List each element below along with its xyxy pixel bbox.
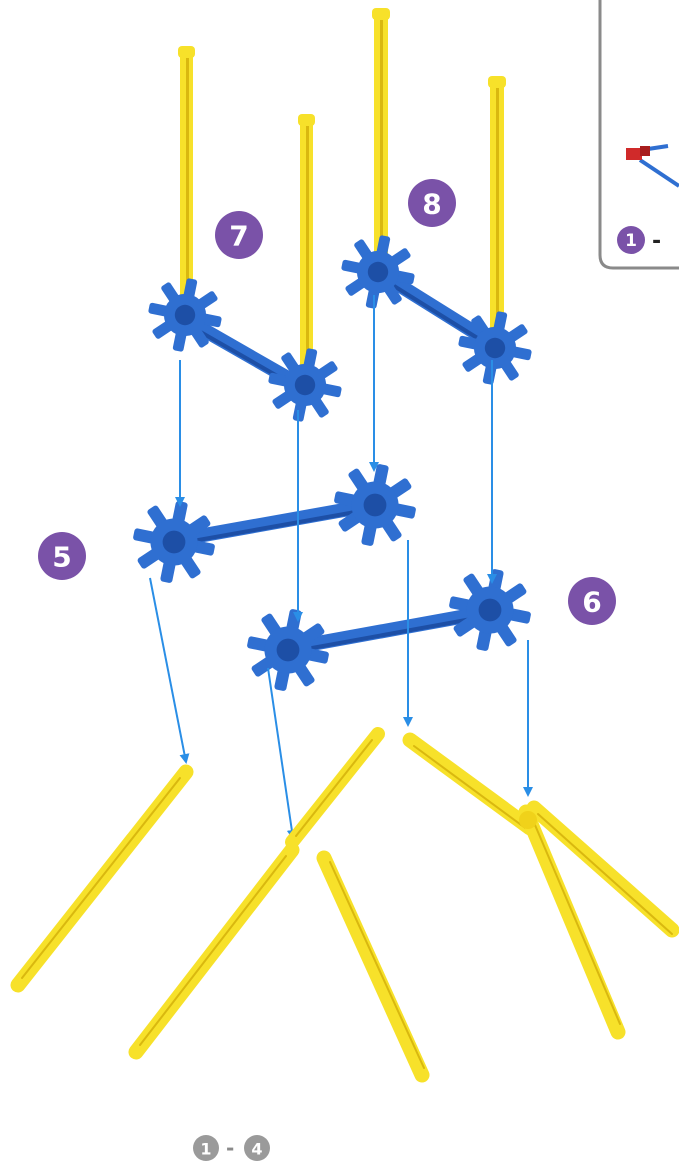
connector-gear-6a [247,609,330,692]
footer-start-number: 1 [200,1140,211,1159]
footer-badge-end: 4 [244,1135,270,1161]
arrow-6a-to-rod [268,668,293,838]
inset-mini-model [626,146,679,186]
connector-gear-5b [334,464,417,547]
step-badge-7: 7 [215,211,263,259]
inset-range-dash: - [652,229,661,254]
leg-rod-4 [324,858,424,1075]
leg-rod-2 [292,734,378,842]
connector-gear-7b [268,348,342,422]
inset-step-number: 1 [625,231,637,251]
leg-rod-1 [18,772,186,985]
step-number-8: 8 [422,188,441,221]
leg-rods [18,734,672,1075]
footer-badge-start: 1 [193,1135,219,1161]
footer-end-number: 4 [251,1140,262,1159]
step-number-5: 5 [52,541,71,574]
step-badge-5: 5 [38,532,86,580]
connector-gear-8a [341,235,415,309]
footer-step-range: 1 - 4 [193,1135,270,1161]
arrow-5a-to-rod [150,578,186,762]
leg-rod-3 [136,850,292,1052]
guide-arrows [150,295,528,838]
leg-rod-5 [410,740,530,830]
connector-gear-5a [133,501,216,584]
inset-step-badge: 1 [617,226,645,254]
rod-top-d [488,76,506,344]
step-badge-6: 6 [568,577,616,625]
footer-range-dash: - [226,1136,234,1160]
rod-top-b [298,114,315,370]
rod-top-c [372,8,390,274]
step-number-6: 6 [582,586,601,619]
step-number-7: 7 [229,220,248,253]
inset-box: 1 - [600,0,679,268]
connector-gear-6b [449,569,532,652]
step-badge-8: 8 [408,179,456,227]
rod-top-a [178,46,195,310]
connector-layer [133,235,532,691]
